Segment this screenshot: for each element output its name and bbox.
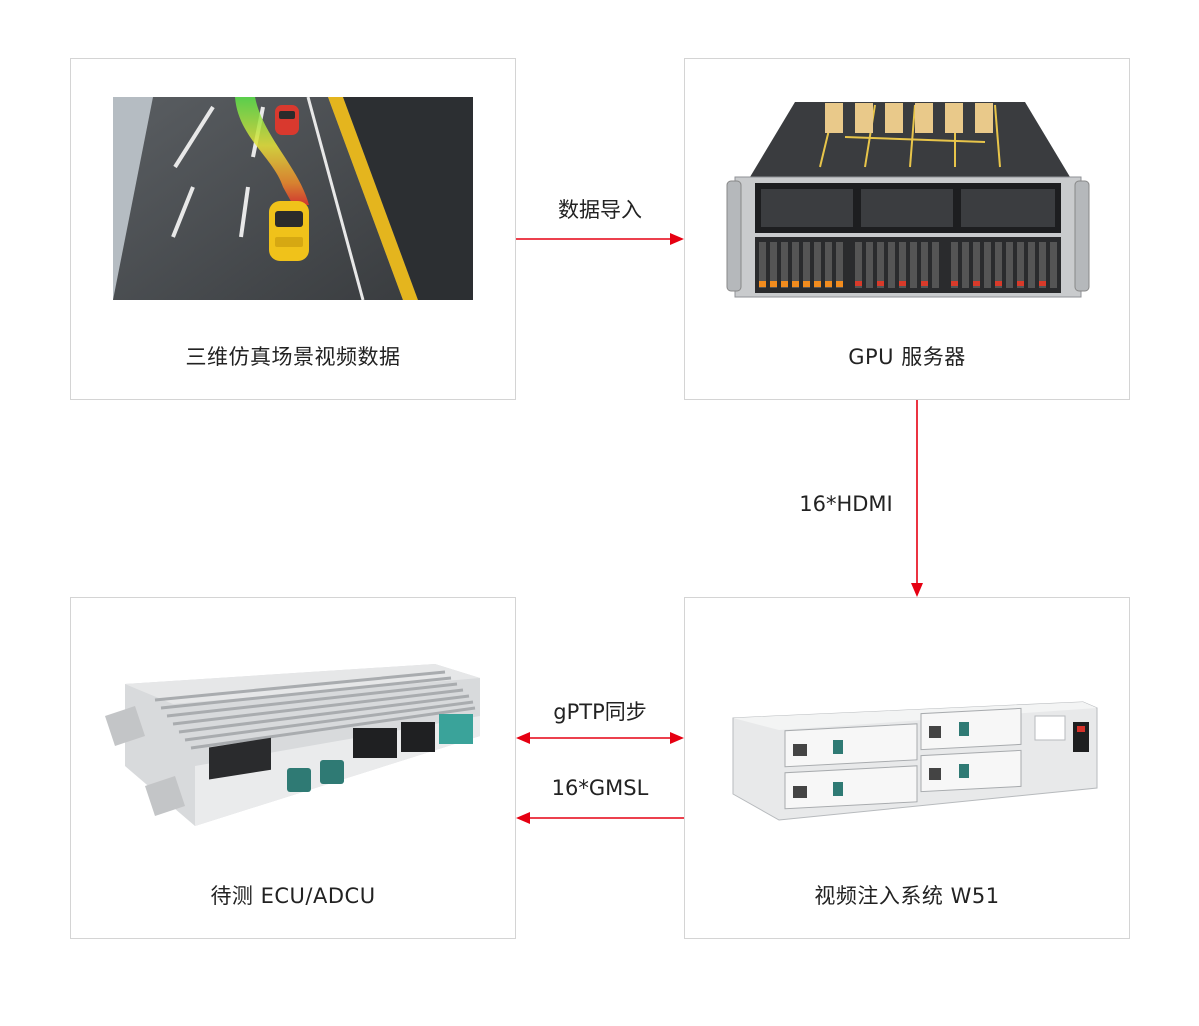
- node-gpu-server: GPU 服务器: [684, 58, 1130, 400]
- node-ecu: 待测 ECU/ADCU: [70, 597, 516, 939]
- arrow-gptp-bidirectional: [516, 732, 684, 744]
- arrow-gmsl: [516, 812, 684, 824]
- node-simulation-data: 三维仿真场景视频数据: [70, 58, 516, 400]
- arrow-data-import: [516, 233, 684, 245]
- road-scene-image: [113, 97, 473, 300]
- arrow-hdmi: [911, 400, 923, 597]
- node-video-injector: 视频注入系统 W51: [684, 597, 1130, 939]
- edge-label-gmsl: 16*GMSL: [551, 776, 649, 800]
- node-label-ecu: 待测 ECU/ADCU: [210, 884, 376, 908]
- edge-label-data-import: 数据导入: [558, 198, 642, 222]
- video-injector-image: [732, 701, 1098, 821]
- edge-label-gptp: gPTP同步: [553, 700, 647, 724]
- node-label-gpu-server: GPU 服务器: [848, 345, 966, 369]
- edge-label-hdmi: 16*HDMI: [799, 492, 893, 516]
- ecu-image: [105, 664, 480, 826]
- gpu-server-image: [726, 102, 1090, 298]
- node-label-video-injector: 视频注入系统 W51: [814, 884, 1000, 908]
- node-label-simulation: 三维仿真场景视频数据: [185, 345, 401, 369]
